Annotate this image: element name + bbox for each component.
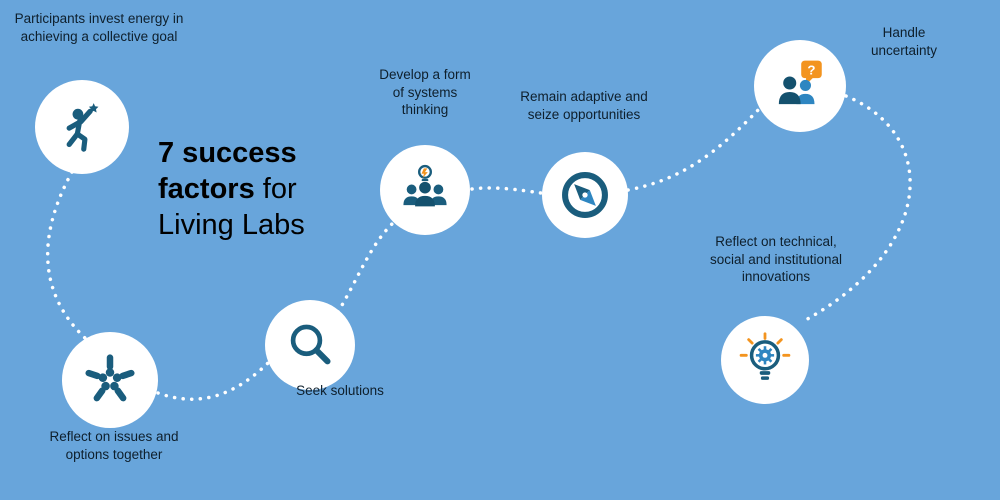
connector-6-7 [800, 94, 912, 324]
factor-label-reflect-innovations: Reflect on technical, social and institu… [709, 234, 843, 285]
factor-label-systems-thinking: Develop a form of systems thinking [379, 67, 471, 118]
factor-node-systems-thinking [380, 145, 470, 235]
factor-node-reflect-innovations [721, 316, 809, 404]
factor-node-invest-energy [35, 80, 129, 174]
factor-label-seek-solutions: Seek solutions [296, 383, 384, 398]
magnifying-glass-icon [290, 324, 331, 365]
connector-1-2 [46, 170, 87, 340]
factor-node-seek-solutions [265, 300, 355, 390]
connector-5-6 [626, 106, 762, 192]
factor-label-remain-adaptive: Remain adaptive and seize opportunities [520, 89, 648, 122]
discussion-question-icon: ? [778, 60, 822, 105]
factor-node-remain-adaptive [542, 152, 628, 238]
connector-2-3 [156, 361, 270, 401]
factor-label-reflect-together: Reflect on issues and options together [49, 429, 179, 462]
connector-4-5 [470, 186, 543, 195]
title-bold-segment: 7 success factors [158, 137, 297, 205]
factor-node-handle-uncertainty: ? [754, 40, 846, 132]
page-title: 7 success factors for Living Labs [158, 136, 378, 244]
factor-label-invest-energy: Participants invest energy in achieving … [14, 11, 184, 44]
connector-3-4 [336, 220, 396, 314]
question-mark: ? [807, 63, 815, 78]
factor-node-reflect-together [62, 332, 158, 428]
lightbulb-gear-icon [739, 332, 791, 380]
hands-teamwork-icon [85, 354, 135, 402]
title-regular-segment: for Living Labs [158, 172, 305, 241]
person-reaching-star-icon [66, 103, 99, 152]
group-idea-icon [403, 164, 447, 207]
compass-icon [562, 172, 608, 218]
factor-label-handle-uncertainty: Handle uncertainty [870, 25, 938, 58]
